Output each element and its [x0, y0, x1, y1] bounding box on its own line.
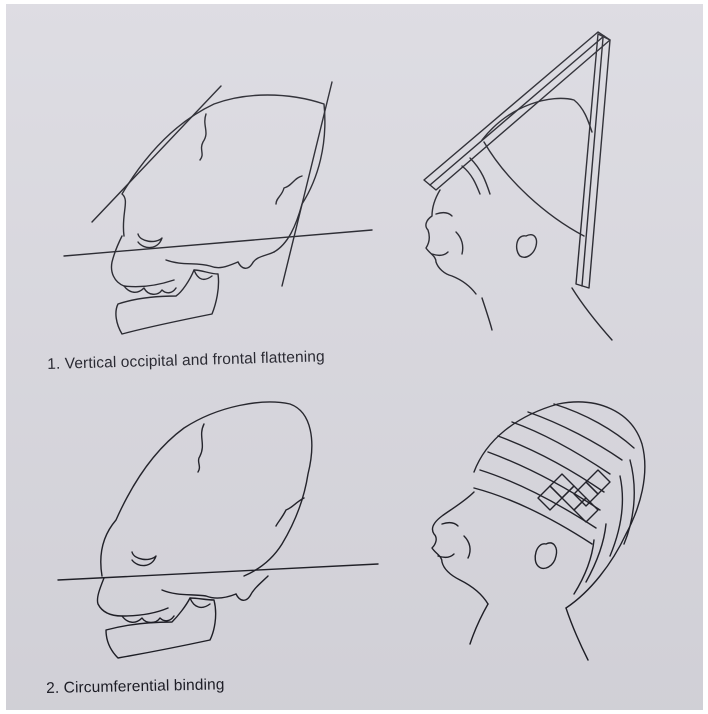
elongated-head-top: [482, 98, 592, 140]
cheek-line-2: [464, 536, 470, 558]
panel-2-caption: 2. Circumferential binding: [46, 676, 225, 698]
binding-strap-7: [554, 404, 634, 448]
book-page: 1. Vertical occipital and frontal flatte…: [6, 4, 703, 710]
ear: [517, 235, 537, 258]
binding-strap-5: [474, 488, 592, 544]
coronal-suture-2: [198, 424, 204, 472]
skull-vault-outline: [122, 95, 325, 252]
eye: [436, 213, 452, 216]
nasal-maxilla: [112, 236, 175, 287]
back-neck-line-2: [566, 608, 588, 660]
orbit: [138, 234, 162, 248]
mastoid-process: [238, 252, 274, 268]
binding-back-band-3: [586, 524, 606, 582]
zygomatic-arch-2: [162, 590, 236, 598]
zygomatic-arch: [166, 260, 238, 268]
panel-2-head-drawing: [432, 402, 645, 660]
coronal-suture: [200, 114, 206, 160]
horizontal-reference-line: [64, 230, 372, 256]
mouth: [432, 252, 448, 255]
ear-2: [535, 543, 556, 568]
face-profile: [426, 190, 476, 294]
mouth-2: [438, 554, 454, 557]
binding-back-band-2: [624, 460, 634, 544]
eye-2: [442, 523, 458, 526]
shoulder-line: [572, 288, 612, 340]
panel-1-head-drawing: [424, 32, 612, 340]
cheek-line: [456, 232, 463, 254]
orbit-2: [132, 552, 156, 566]
nasal-maxilla-2: [97, 578, 168, 616]
neck-line-2: [470, 604, 488, 644]
face-profile-2: [432, 492, 488, 604]
lambdoid-suture-2: [276, 498, 304, 526]
lambdoid-suture: [276, 176, 302, 204]
mastoid-process-2: [236, 576, 268, 600]
panel-1-skull-drawing: [64, 82, 372, 334]
hairline: [484, 142, 584, 236]
skull-vault-outline-2: [101, 402, 312, 576]
neck-line: [482, 298, 492, 330]
horizontal-reference-line-2: [58, 564, 378, 580]
panel-2-skull-drawing: [58, 402, 378, 658]
